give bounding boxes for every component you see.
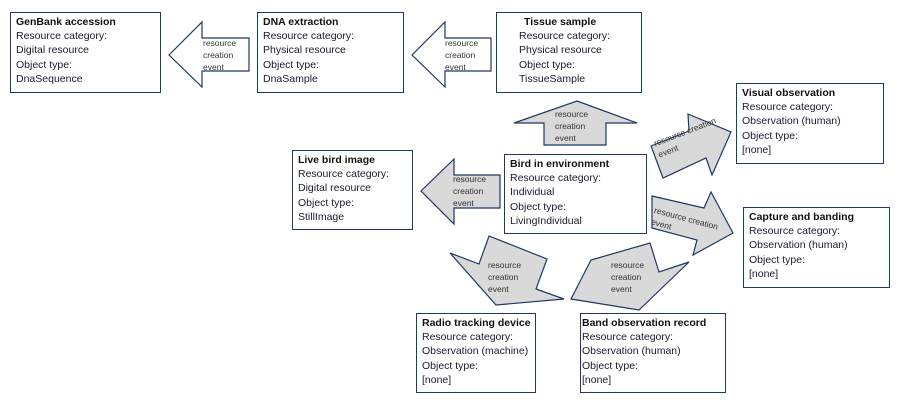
arrow-bird-to-capture (651, 190, 734, 257)
arrow-bird-to-visual (650, 113, 732, 179)
arrow-bird-to-radio (449, 235, 565, 306)
arrow-dna-to-genbank (168, 20, 250, 89)
arrow-bird-to-tissue (513, 100, 638, 146)
arrow-tissue-to-dna (411, 20, 492, 89)
arrow-bird-to-image (420, 157, 501, 226)
arrow-bird-to-band (570, 242, 690, 311)
